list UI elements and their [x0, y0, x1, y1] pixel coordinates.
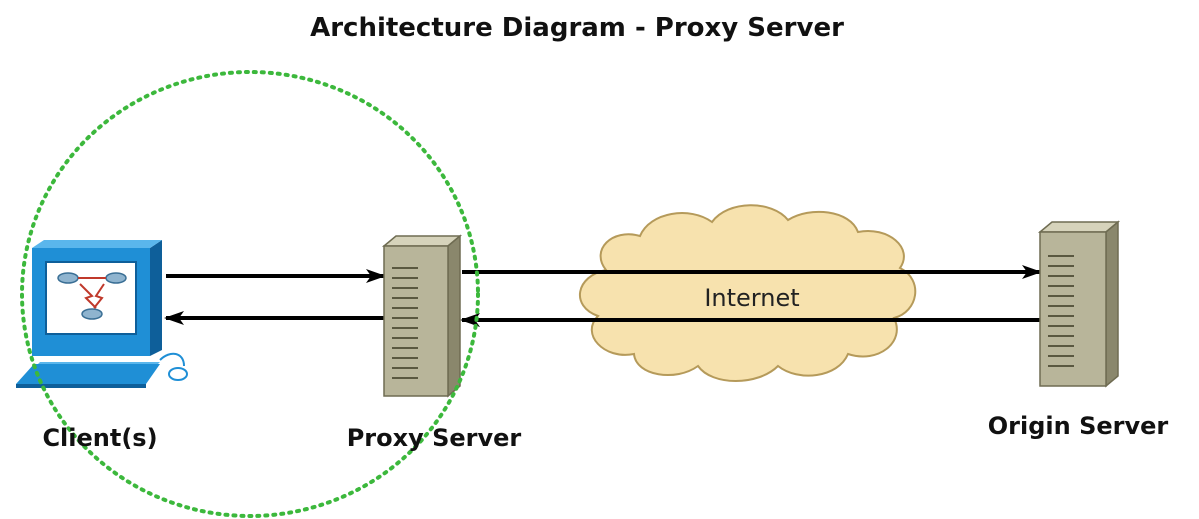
origin-server-icon: [1037, 220, 1121, 388]
diagram-title: Architecture Diagram - Proxy Server: [310, 13, 844, 43]
dotted-green-circle: [20, 70, 480, 518]
proxy-server-icon: [381, 234, 463, 398]
client-label: Client(s): [42, 424, 157, 452]
internet-label: Internet: [704, 284, 799, 312]
proxy-server-label: Proxy Server: [347, 424, 522, 452]
origin-server-label: Origin Server: [988, 412, 1169, 440]
internet-cloud: Internet: [579, 204, 917, 382]
client-computer-icon: [16, 240, 188, 388]
